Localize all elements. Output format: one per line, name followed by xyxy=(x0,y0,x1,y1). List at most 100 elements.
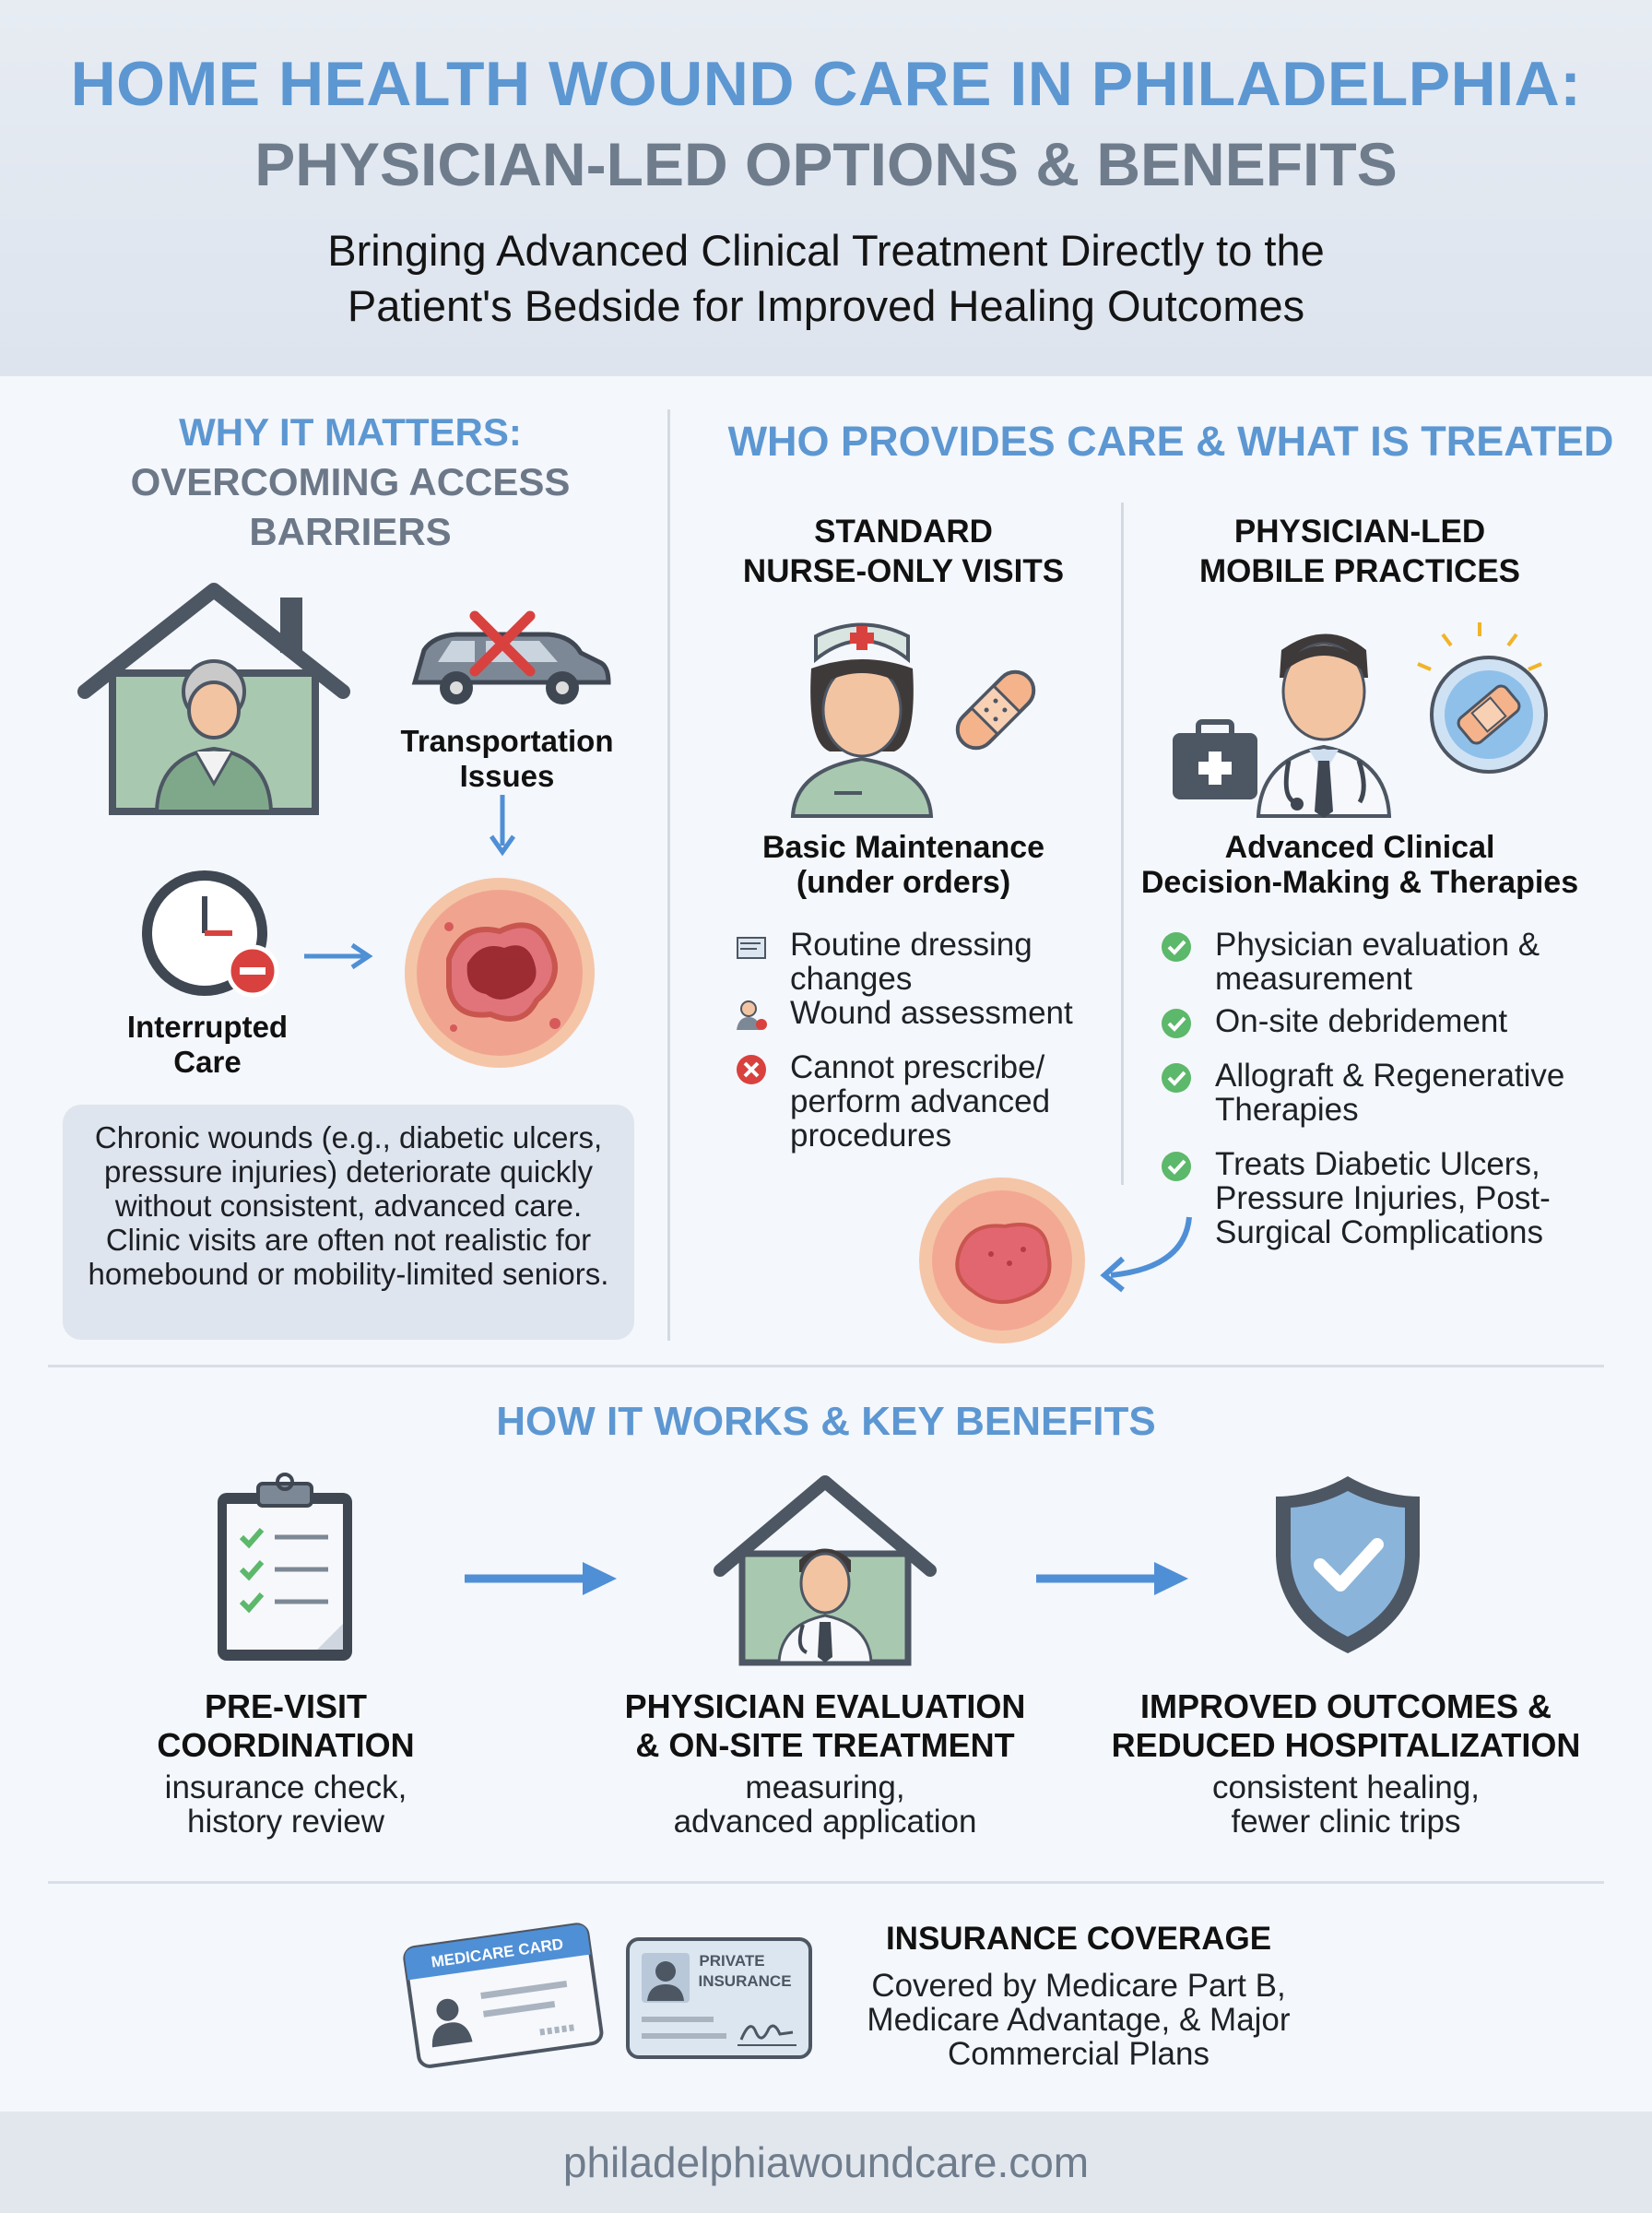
curved-arrow-icon xyxy=(1100,1216,1192,1293)
header-banner: HOME HEALTH WOUND CARE IN PHILADELPHIA: … xyxy=(0,0,1652,376)
car-blocked-icon xyxy=(411,610,611,704)
transport-label-line1: Transportation xyxy=(400,724,614,758)
step-2-desc: measuring, advanced application xyxy=(590,1770,1060,1839)
care-column-divider xyxy=(1121,503,1124,1185)
step-title-line: PRE-VISIT xyxy=(204,1687,368,1725)
step-title-line: REDUCED HOSPITALIZATION xyxy=(1111,1726,1581,1764)
list-item: Physician evaluation & measurement xyxy=(1160,927,1611,996)
section-divider xyxy=(48,1881,1604,1884)
step-title-line: PHYSICIAN EVALUATION xyxy=(624,1687,1026,1725)
interrupted-label-line2: Care xyxy=(173,1045,242,1079)
step-3-title: IMPROVED OUTCOMES & REDUCED HOSPITALIZAT… xyxy=(1088,1687,1604,1765)
check-circle-icon xyxy=(1162,1152,1191,1181)
insurance-desc-line: Covered by Medicare Part B, xyxy=(871,1968,1286,2004)
list-item: On-site debridement xyxy=(1160,1004,1611,1038)
section-divider xyxy=(48,1365,1604,1367)
nurse-column-heading: STANDARD NURSE-ONLY VISITS xyxy=(701,512,1106,591)
list-item-line: Allograft & Regenerative xyxy=(1215,1058,1565,1094)
list-item: Wound assessment xyxy=(735,996,1103,1030)
how-title: HOW IT WORKS & KEY BENEFITS xyxy=(496,1399,1156,1444)
physician-subheading-line2: Decision-Making & Therapies xyxy=(1140,865,1579,900)
dressing-icon xyxy=(737,937,766,959)
x-circle-icon xyxy=(737,1055,766,1084)
footer: philadelphiawoundcare.com xyxy=(0,2112,1652,2213)
page-subtitle: Bringing Advanced Clinical Treatment Dir… xyxy=(0,223,1652,334)
step-title-line: COORDINATION xyxy=(157,1726,415,1764)
check-circle-icon xyxy=(1162,932,1191,962)
step-desc-line: consistent healing, xyxy=(1212,1769,1480,1805)
home-senior-icon xyxy=(77,583,350,815)
list-item-line: Routine dressing xyxy=(790,927,1032,963)
step-desc-line: fewer clinic trips xyxy=(1231,1804,1461,1840)
nurse-subheading: Basic Maintenance (under orders) xyxy=(719,830,1088,900)
list-item-line: measurement xyxy=(1215,961,1412,997)
step-desc-line: insurance check, xyxy=(164,1769,407,1805)
list-item-line: procedures xyxy=(790,1118,952,1154)
transport-label-line2: Issues xyxy=(459,759,555,793)
why-info-box: Chronic wounds (e.g., diabetic ulcers, p… xyxy=(63,1105,634,1340)
nurse-subheading-line1: Basic Maintenance xyxy=(761,830,1045,865)
physician-icon xyxy=(1173,633,1392,818)
list-item-line: Pressure Injuries, Post- xyxy=(1215,1180,1551,1216)
nurse-subheading-line2: (under orders) xyxy=(796,865,1011,900)
step-title-line: IMPROVED OUTCOMES & xyxy=(1139,1687,1552,1725)
physician-heading-line1: PHYSICIAN-LED xyxy=(1233,514,1486,550)
list-item-line: On-site debridement xyxy=(1215,1003,1508,1039)
step-desc-line: history review xyxy=(187,1804,384,1840)
list-item: Treats Diabetic Ulcers, Pressure Injurie… xyxy=(1160,1147,1611,1249)
private-label-line2: INSURANCE xyxy=(698,1972,791,1990)
arrow-right-icon xyxy=(465,1562,617,1595)
list-item-line: Treats Diabetic Ulcers, xyxy=(1215,1146,1540,1182)
why-title-line2: OVERCOMING ACCESS xyxy=(130,460,571,503)
physician-subheading-line1: Advanced Clinical xyxy=(1224,830,1495,865)
interrupted-label-line1: Interrupted xyxy=(126,1010,289,1044)
list-item-line: Therapies xyxy=(1215,1092,1359,1128)
list-item: Allograft & Regenerative Therapies xyxy=(1160,1058,1611,1127)
home-physician-icon xyxy=(714,1475,937,1666)
subtitle-line2: Patient's Bedside for Improved Healing O… xyxy=(347,281,1305,330)
why-title-line3: BARRIERS xyxy=(249,510,452,553)
arrow-right-icon xyxy=(304,942,373,970)
list-item-line: Cannot prescribe/ xyxy=(790,1049,1045,1085)
interrupted-label: Interrupted Care xyxy=(92,1010,323,1080)
nurse-heading-line2: NURSE-ONLY VISITS xyxy=(742,553,1065,589)
who-title: WHO PROVIDES CARE & WHAT IS TREATED xyxy=(727,418,1614,465)
insurance-title: INSURANCE COVERAGE xyxy=(885,1921,1272,1957)
physician-column-heading: PHYSICIAN-LED MOBILE PRACTICES xyxy=(1152,512,1567,591)
physician-heading-line2: MOBILE PRACTICES xyxy=(1198,553,1521,589)
subtitle-line1: Bringing Advanced Clinical Treatment Dir… xyxy=(327,226,1325,275)
nurse-icon xyxy=(790,622,934,818)
insurance-desc-line: Commercial Plans xyxy=(948,2036,1210,2072)
clipboard-checklist-icon xyxy=(218,1473,352,1661)
nurse-heading-line1: STANDARD xyxy=(814,514,993,550)
column-divider xyxy=(667,409,670,1341)
nurse-assessment-icon xyxy=(737,1000,767,1030)
step-desc-line: measuring, xyxy=(745,1769,905,1805)
clock-stop-icon xyxy=(142,870,279,998)
list-item-line: Wound assessment xyxy=(790,995,1073,1031)
arrow-down-icon xyxy=(489,795,516,857)
check-circle-icon xyxy=(1162,1009,1191,1038)
glowing-bandage-icon xyxy=(1417,622,1548,774)
page-title-line1: HOME HEALTH WOUND CARE IN PHILADELPHIA: xyxy=(70,49,1582,119)
list-item-line: changes xyxy=(790,961,913,997)
footer-url[interactable]: philadelphiawoundcare.com xyxy=(562,2138,1090,2186)
list-item-line: Physician evaluation & xyxy=(1215,927,1540,963)
physician-capabilities-list: Physician evaluation & measurement On-si… xyxy=(1160,928,1611,1249)
shield-check-icon xyxy=(1276,1476,1420,1653)
bandage-icon xyxy=(955,669,1036,751)
wound-icon xyxy=(405,878,595,1068)
page-title-line2: PHYSICIAN-LED OPTIONS & BENEFITS xyxy=(254,130,1398,198)
insurance-desc-line: Medicare Advantage, & Major xyxy=(867,2002,1291,2038)
list-item: Cannot prescribe/ perform advanced proce… xyxy=(735,1050,1103,1153)
step-3-desc: consistent healing, fewer clinic trips xyxy=(1088,1770,1604,1839)
step-2-title: PHYSICIAN EVALUATION & ON-SITE TREATMENT xyxy=(590,1687,1060,1765)
nurse-capabilities-list: Routine dressing changes Wound assessmen… xyxy=(735,928,1103,1153)
list-item-line: perform advanced xyxy=(790,1083,1051,1119)
step-desc-line: advanced application xyxy=(673,1804,977,1840)
private-label-line1: PRIVATE xyxy=(699,1952,764,1970)
list-item: Routine dressing changes xyxy=(735,927,1103,996)
physician-subheading: Advanced Clinical Decision-Making & Ther… xyxy=(1134,830,1586,900)
check-circle-icon xyxy=(1162,1063,1191,1093)
transport-label: Transportation Issues xyxy=(383,724,631,794)
